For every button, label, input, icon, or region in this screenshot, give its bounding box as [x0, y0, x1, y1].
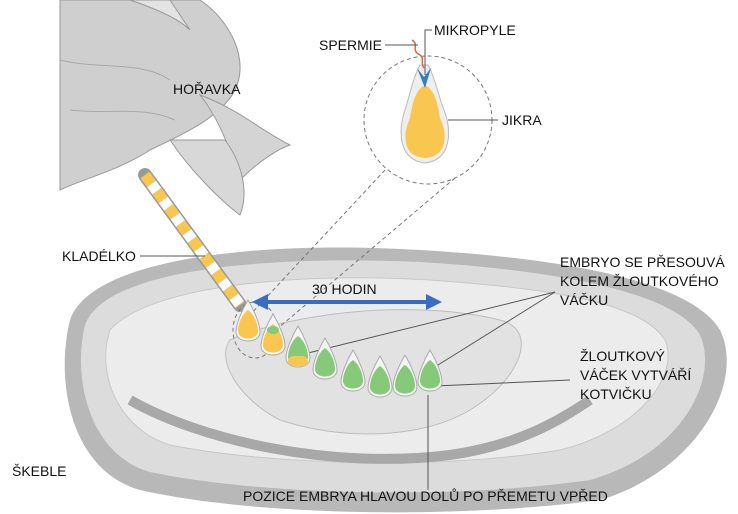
label-yolk-anchor-2: VÁČEK VYTVÁŘÍ [580, 367, 692, 383]
label-embryo-moves-2: KOLEM ŽLOUTKOVÉHO [560, 273, 719, 289]
label-embryo-moves-3: VÁČKU [560, 292, 609, 308]
label-yolk-anchor-1: ŽLOUTKOVÝ [580, 348, 665, 364]
embryo [420, 360, 440, 389]
label-egg: JIKRA [502, 112, 542, 128]
label-mussel: ŠKEBLE [12, 463, 67, 479]
label-embryo-moves-1: EMBRYO SE PŘESOUVÁ [560, 254, 725, 270]
embryo [370, 366, 390, 395]
yolk [288, 356, 308, 366]
label-fish: HOŘAVKA [173, 81, 241, 97]
duration-arrow [252, 294, 442, 310]
embryo [267, 326, 279, 334]
label-duration: 30 HODIN [312, 281, 377, 297]
label-embryo-position: POZICE EMBRYA HLAVOU DOLŮ PO PŘEMETU VPŘ… [243, 488, 608, 504]
fish-illustration [59, 0, 292, 216]
leader-lines [140, 29, 571, 490]
label-ovipositor: KLADÉLKO [62, 248, 136, 264]
egg-sequence [235, 299, 443, 398]
embryo [315, 348, 335, 377]
embryo [395, 365, 415, 394]
label-yolk-anchor-3: KOTVIČKU [580, 386, 652, 402]
embryo [343, 360, 363, 389]
label-sperm: SPERMIE [319, 37, 383, 53]
yolk [238, 310, 258, 339]
label-micropyle: MIKROPYLE [434, 22, 516, 38]
ovipositor-tube [138, 168, 247, 312]
mussel-shell [64, 247, 727, 513]
egg-detail [400, 39, 450, 164]
